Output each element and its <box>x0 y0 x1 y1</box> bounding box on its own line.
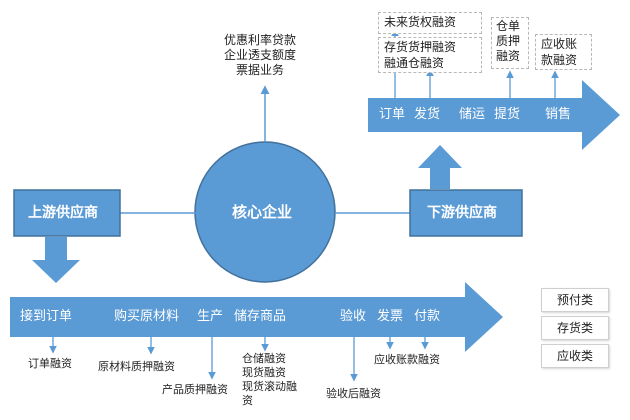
financing-future-rights: 未来货权融资 <box>384 15 457 29</box>
flow-step-acceptance: 验收 <box>340 309 367 324</box>
financing-spot-rolling-cont: 资 <box>242 394 253 407</box>
flow-step-sales: 销售 <box>545 107 572 122</box>
downstream-supplier-label: 下游供应商 <box>427 205 497 221</box>
financing-receivables-bottom: 应收账款融资 <box>374 353 440 366</box>
financing-warehouse: 仓储融资 <box>242 352 286 365</box>
legend-receivable: 应收类 <box>541 344 609 368</box>
financing-material-pledge: 原材料质押融资 <box>98 360 175 373</box>
financing-fluid-warehouse: 融通仓融资 <box>384 55 445 70</box>
downstream-flow-arrow <box>368 80 620 150</box>
flow-step-receive-order: 接到订单 <box>20 309 73 324</box>
financing-receivable-top-line-2: 款融资 <box>541 52 578 67</box>
core-service-3: 票据业务 <box>236 63 285 77</box>
upstream-supplier-label: 上游供应商 <box>28 205 98 221</box>
flow-step-order: 订单 <box>379 107 406 122</box>
downstream-supplier-box <box>409 189 523 237</box>
flow-step-pickup: 提货 <box>494 107 521 122</box>
financing-spot-rolling: 现货滚动融 <box>242 380 297 393</box>
flow-step-invoice: 发票 <box>377 309 404 324</box>
core-service-1: 优惠利率贷款 <box>224 33 297 47</box>
upstream-down-arrow <box>32 237 80 283</box>
financing-product-pledge: 产品质押融资 <box>162 383 228 396</box>
upstream-flow-arrow <box>10 282 503 352</box>
financing-receipt-line-3: 融资 <box>496 49 521 63</box>
legend-prepaid: 预付类 <box>541 288 609 312</box>
core-enterprise-label: 核心企业 <box>232 203 293 221</box>
financing-inventory-box: 存货货押融资 融通仓融资 <box>378 37 482 73</box>
flow-step-store-goods: 储存商品 <box>234 309 287 324</box>
financing-post-acceptance: 验收后融资 <box>326 387 381 400</box>
financing-receivable-top-box: 应收账 款融资 <box>535 34 592 70</box>
flow-step-payment: 付款 <box>414 309 441 324</box>
flow-step-ship: 发货 <box>414 107 441 122</box>
financing-receivable-top-line-1: 应收账 <box>541 37 578 51</box>
flow-step-storage-transport: 储运 <box>459 107 486 122</box>
flow-step-produce: 生产 <box>197 309 224 324</box>
financing-warehouse-receipt-box: 仓单 质押 融资 <box>491 17 529 69</box>
legend-inventory: 存货类 <box>541 316 609 340</box>
financing-future-rights-box: 未来货权融资 <box>378 12 482 34</box>
core-service-2: 企业透支额度 <box>224 48 297 62</box>
financing-receipt-line-1: 仓单 <box>496 19 521 33</box>
downstream-up-arrow <box>418 145 462 189</box>
flow-step-buy-materials: 购买原材料 <box>114 309 180 324</box>
financing-receipt-line-2: 质押 <box>496 34 521 48</box>
upstream-supplier-box <box>13 189 121 237</box>
financing-spot: 现货融资 <box>242 366 286 379</box>
financing-inventory-pledge: 存货货押融资 <box>384 40 457 54</box>
financing-order: 订单融资 <box>28 357 72 370</box>
